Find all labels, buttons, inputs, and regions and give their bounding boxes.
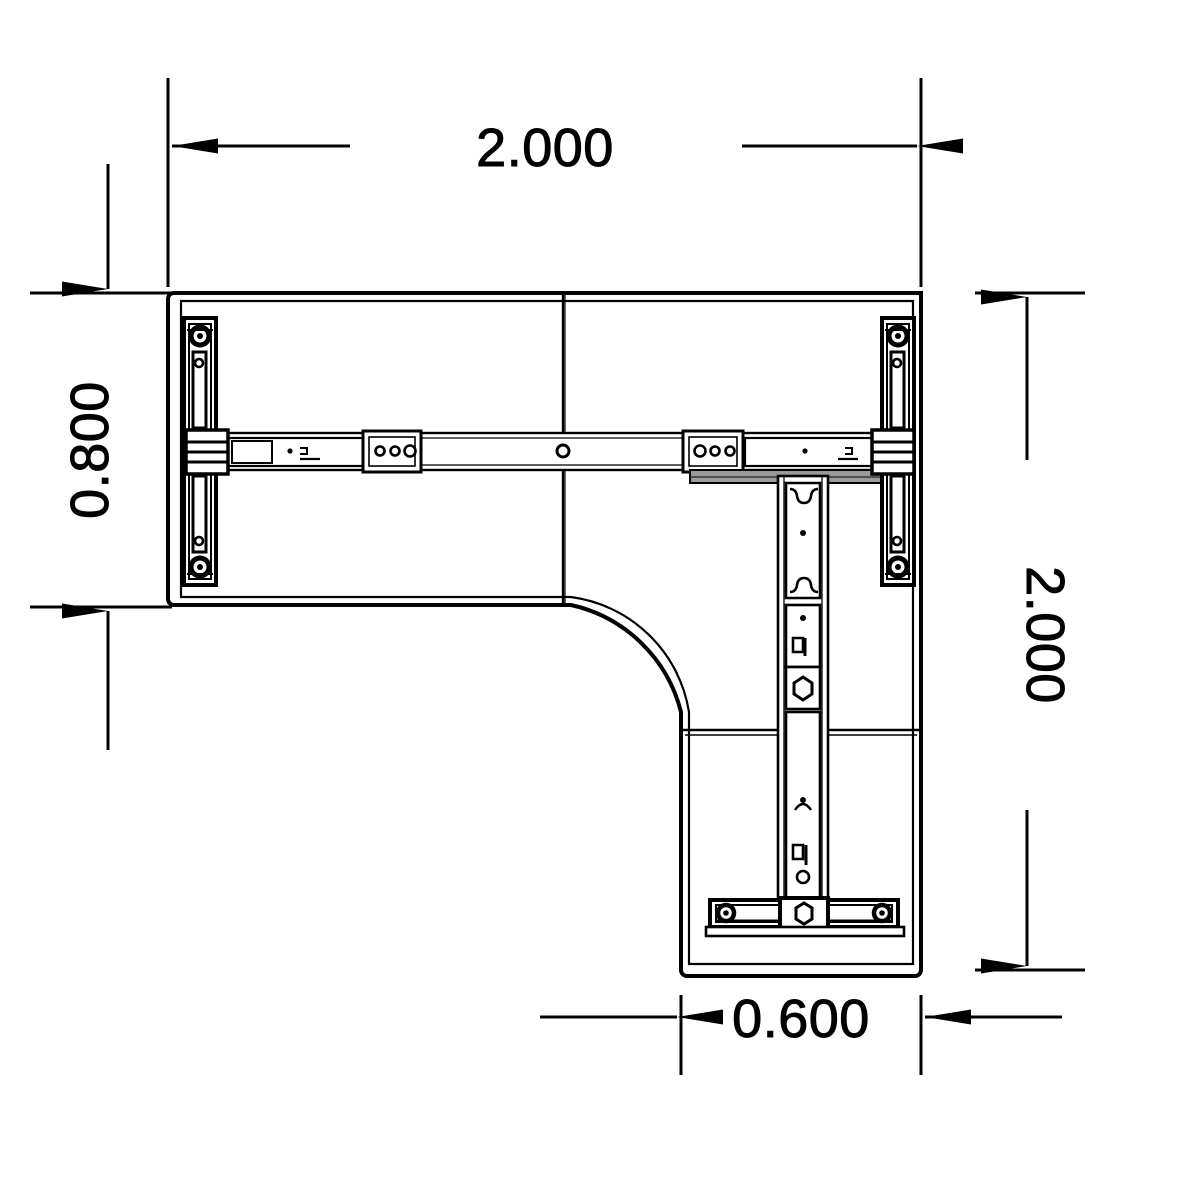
right-foot-bolt-top-core [895, 333, 901, 339]
vbeam-notch-lower [794, 802, 812, 811]
return-foot-bolt-left-core [723, 910, 729, 916]
beam-bolt-left-c [403, 444, 417, 458]
dimension-label-wing-depth: 0.800 [60, 381, 120, 519]
beam-slot-right [845, 447, 853, 455]
horizontal-cross-beam [203, 429, 907, 484]
left-foot-bolt-bottom-core [197, 564, 203, 570]
right-foot-pin-lower [891, 535, 903, 547]
right-foot-bolt-bottom-core [895, 564, 901, 570]
beam-bolt-left-b [389, 445, 401, 457]
beam-telescope-left-inner [231, 440, 273, 464]
vbeam-slot-mid [791, 636, 805, 654]
vbeam-slot-lower [791, 843, 805, 861]
right-lift-column [870, 428, 916, 476]
beam-bolt-right-b [709, 445, 721, 457]
vbeam-connector-mid [784, 603, 822, 669]
return-foot-flange [704, 925, 906, 938]
right-foot-pin-upper [891, 357, 903, 369]
vbeam-hex-bolt [792, 675, 814, 702]
dimension-label-overall-width: 2.000 [476, 118, 614, 178]
beam-bolt-right-a [693, 444, 707, 458]
beam-bolt-right-c [724, 445, 736, 457]
left-lift-column [184, 428, 230, 476]
vertical-cross-beam [776, 474, 830, 908]
vbeam-eyelet-lower [795, 869, 811, 885]
dimension-overall-depth: 2.000 [975, 289, 1085, 974]
left-foot-bolt-top-core [197, 333, 203, 339]
right-foot-plate [880, 316, 916, 587]
left-foot-pin-lower [193, 535, 205, 547]
worktop-inner-edge [179, 299, 915, 966]
left-foot-slot-upper [191, 350, 208, 430]
right-foot-slot-upper [889, 350, 906, 430]
beam-telescope-right [743, 436, 882, 468]
vbeam-mark-lower [800, 797, 806, 803]
dimension-overall-width: 2.000 [166, 78, 963, 287]
beam-center-hub [555, 443, 571, 459]
vbeam-notch-top [789, 487, 819, 505]
vbeam-notch-mid [789, 576, 819, 594]
dimension-label-return-width: 0.600 [732, 989, 870, 1049]
beam-center-mark-left [287, 448, 293, 454]
vbeam-mark-mid [800, 615, 806, 621]
beam-center-mark-right [802, 448, 808, 454]
vbeam-mark-upper [800, 530, 806, 536]
return-foot-bolt-right-core [879, 910, 885, 916]
beam-slot-left [300, 447, 308, 455]
right-foot-slot-lower [889, 474, 906, 554]
return-foot-plate [704, 896, 906, 938]
dimension-label-overall-depth: 2.000 [1015, 566, 1075, 704]
dimension-return-width: 0.600 [540, 989, 1062, 1075]
dimension-wing-depth: 0.800 [30, 164, 172, 750]
left-foot-pin-upper [193, 357, 205, 369]
vbeam-telescope-upper [784, 481, 822, 600]
return-foot-hex [794, 901, 814, 926]
left-foot-slot-lower [191, 474, 208, 554]
beam-bolt-left-a [374, 445, 386, 457]
